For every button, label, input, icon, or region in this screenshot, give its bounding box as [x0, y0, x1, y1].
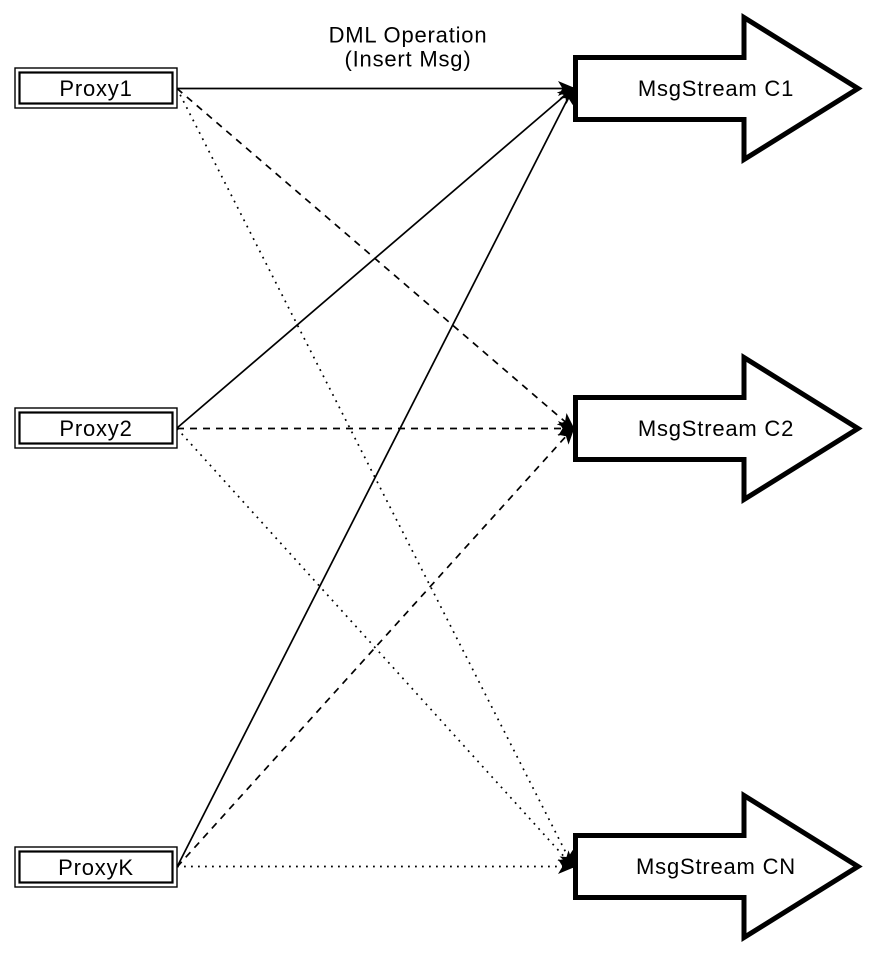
diagram-title: DML Operation (Insert Msg) [329, 23, 488, 72]
msgstream-cn-label: MsgStream CN [636, 854, 796, 879]
msgstream-c1-block-arrow-shape [573, 12, 863, 165]
proxyk-box: ProxyK [14, 846, 178, 888]
proxy1-box-inner-outline [18, 71, 174, 105]
proxyk-box-inner-outline [18, 850, 174, 884]
connector-proxyk-c1-solid [176, 85, 575, 868]
diagram-title-line1: DML Operation [329, 23, 488, 48]
msgstream-cn-arrow: MsgStream CN [573, 790, 863, 943]
proxy2-box-outline [14, 407, 178, 449]
msgstream-cn-block-arrow-shape [573, 790, 863, 943]
proxyk-label: ProxyK [58, 855, 134, 880]
proxy1-box-outline [14, 67, 178, 109]
msgstream-c1-arrow: MsgStream C1 [573, 12, 863, 165]
connector-proxy2-cn-dotted [176, 427, 576, 869]
msgstream-c2-arrow: MsgStream C2 [573, 352, 863, 505]
proxy2-box-inner-outline [18, 411, 174, 445]
proxy1-box: Proxy1 [14, 67, 178, 109]
diagram-title-line2: (Insert Msg) [345, 47, 472, 72]
proxyk-box-outline [14, 846, 178, 888]
msgstream-c1-label: MsgStream C1 [638, 76, 794, 101]
connectors [176, 81, 576, 874]
proxy1-label: Proxy1 [59, 76, 132, 101]
proxy2-label: Proxy2 [59, 416, 132, 441]
msgstream-c2-block-arrow-shape [573, 352, 863, 505]
connector-proxy2-c1-solid [176, 86, 576, 429]
msgstream-c2-label: MsgStream C2 [638, 416, 794, 441]
proxy2-box: Proxy2 [14, 407, 178, 449]
